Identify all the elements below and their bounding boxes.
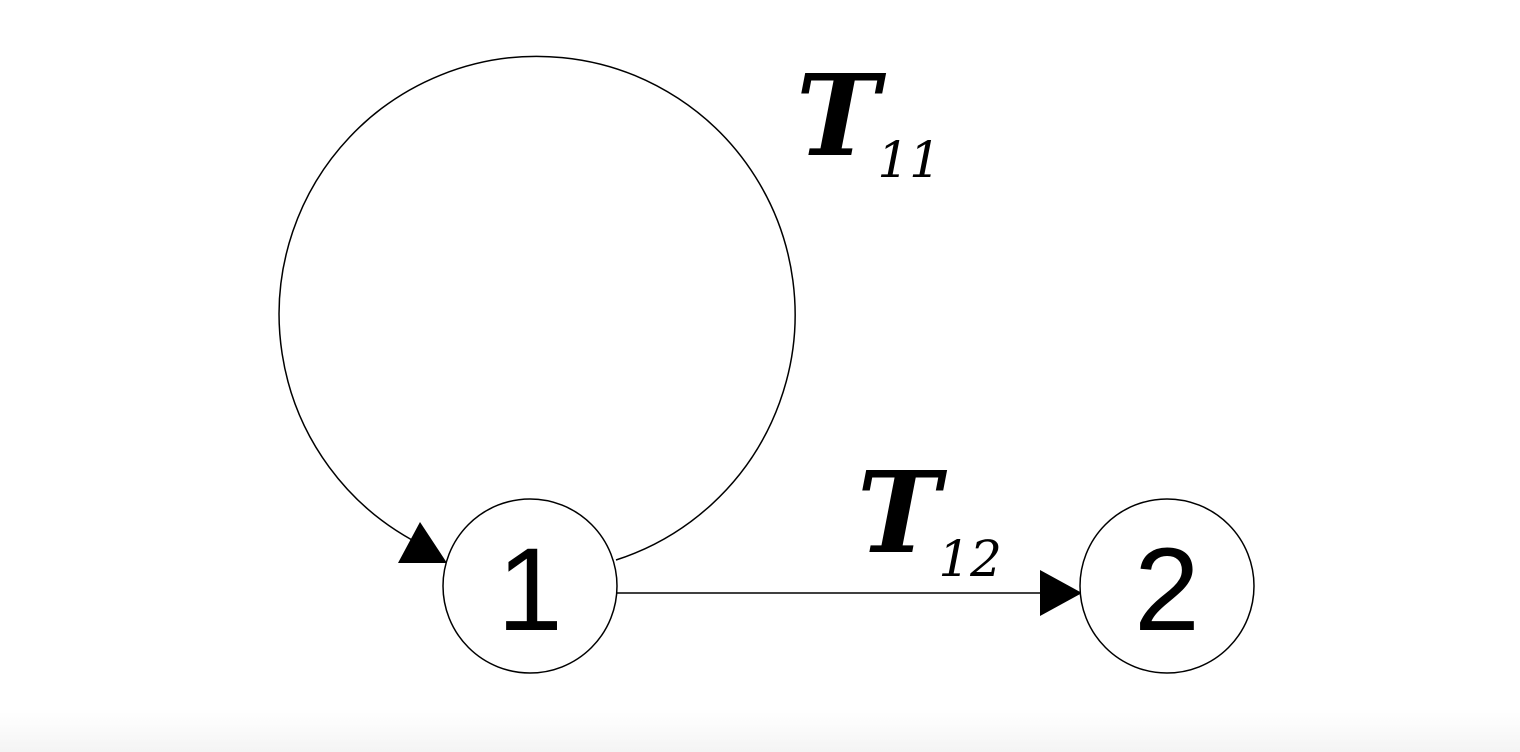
self-loop-path [278,55,796,561]
node-2-label: 2 [1134,524,1200,656]
edge-label-t11: T 11 [796,51,941,189]
node-1: 1 [442,498,618,674]
node-2-circle [1079,498,1255,674]
self-loop-arrowhead [398,522,447,563]
edge-self-loop-1 [278,55,796,563]
edge-1-to-2 [617,570,1082,616]
node-1-circle [442,498,618,674]
bottom-band [0,712,1520,752]
node-2: 2 [1079,498,1255,674]
edge-label-t12: T 12 [857,448,1002,588]
edge-1-to-2-arrowhead [1040,570,1082,616]
node-1-label: 1 [497,524,563,656]
